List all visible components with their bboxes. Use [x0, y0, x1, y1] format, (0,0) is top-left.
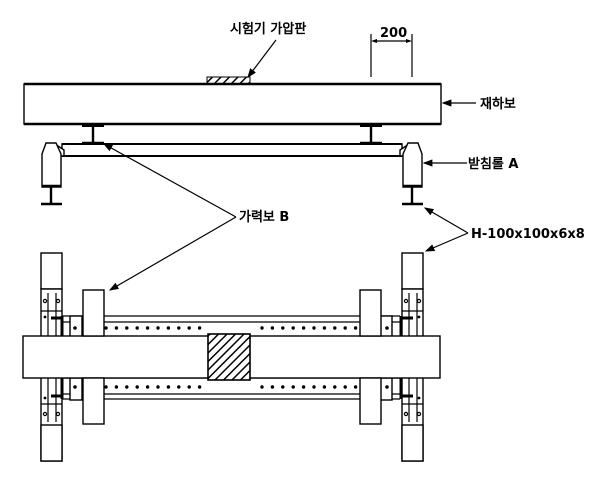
- bolt-hole: [291, 385, 295, 389]
- plan-view: [22, 252, 441, 462]
- h-section-leader: H-100x100x6x8: [423, 207, 585, 252]
- bolt-hole: [166, 385, 171, 389]
- bolt-hole: [260, 385, 264, 389]
- bolt-hole: [270, 326, 275, 330]
- bolt-hole: [333, 385, 337, 389]
- bolt-hole: [343, 326, 347, 330]
- bolt-hole: [187, 326, 191, 330]
- bolt-hole: [177, 385, 181, 389]
- bolt-hole: [145, 326, 150, 330]
- bolt-hole: [322, 385, 327, 389]
- dimension-label: 200: [380, 26, 407, 41]
- bolt-hole: [114, 385, 119, 389]
- bolt-hole: [343, 385, 347, 389]
- rail-bottom: [62, 377, 400, 400]
- bolt-hole: [353, 385, 358, 389]
- bolt-hole: [291, 326, 295, 330]
- bolt-hole: [166, 326, 171, 330]
- spreader-beam-leader: 가력보 B: [102, 143, 289, 291]
- dimension-200: 200: [370, 26, 413, 77]
- support-roller-right: [402, 142, 423, 206]
- bolt-hole: [104, 385, 108, 389]
- bolt-hole: [197, 385, 202, 389]
- bolt-hole: [312, 385, 316, 389]
- bolt-row-top: [104, 326, 358, 330]
- label-loading-plate: 시험기 가압판: [230, 21, 306, 37]
- label-loading-beam: 재하보: [480, 96, 516, 112]
- spreader-post-left: [82, 289, 105, 425]
- bolt-hole: [301, 385, 306, 389]
- elevation-view: 200 시험기 가압판 재하보 받침롤 A: [23, 21, 518, 206]
- bolt-hole: [301, 326, 306, 330]
- bolt-hole: [322, 326, 327, 330]
- bolt-hole: [281, 385, 285, 389]
- support-roller-left: [41, 142, 62, 206]
- bolt-hole: [312, 326, 316, 330]
- label-spreader-beam: 가력보 B: [239, 210, 289, 225]
- bolt-hole: [333, 326, 337, 330]
- bolt-hole: [114, 326, 119, 330]
- spreader-beam-elevation: [57, 143, 407, 157]
- bolt-hole: [353, 326, 358, 330]
- bolt-hole: [177, 326, 181, 330]
- spreader-post-right: [359, 289, 382, 425]
- bolt-row-bottom: [104, 385, 358, 389]
- bolt-hole: [187, 385, 191, 389]
- bolt-hole: [270, 385, 275, 389]
- bolt-hole: [125, 326, 129, 330]
- bolt-hole: [135, 326, 139, 330]
- bolt-hole: [260, 326, 264, 330]
- bolt-hole: [104, 326, 108, 330]
- label-h-section: H-100x100x6x8: [471, 227, 585, 242]
- bolt-hole: [125, 385, 129, 389]
- bolt-hole: [156, 326, 160, 330]
- bolt-hole: [197, 326, 202, 330]
- bolt-hole: [156, 385, 160, 389]
- bolt-hole: [145, 385, 150, 389]
- right-i-post: [360, 125, 382, 145]
- left-i-post: [82, 125, 104, 145]
- loading-beam: [23, 82, 442, 126]
- label-support-roller: 받침롤 A: [468, 156, 518, 172]
- bolt-hole: [281, 326, 285, 330]
- bolt-hole: [135, 385, 139, 389]
- loading-plate-plan: [207, 333, 251, 381]
